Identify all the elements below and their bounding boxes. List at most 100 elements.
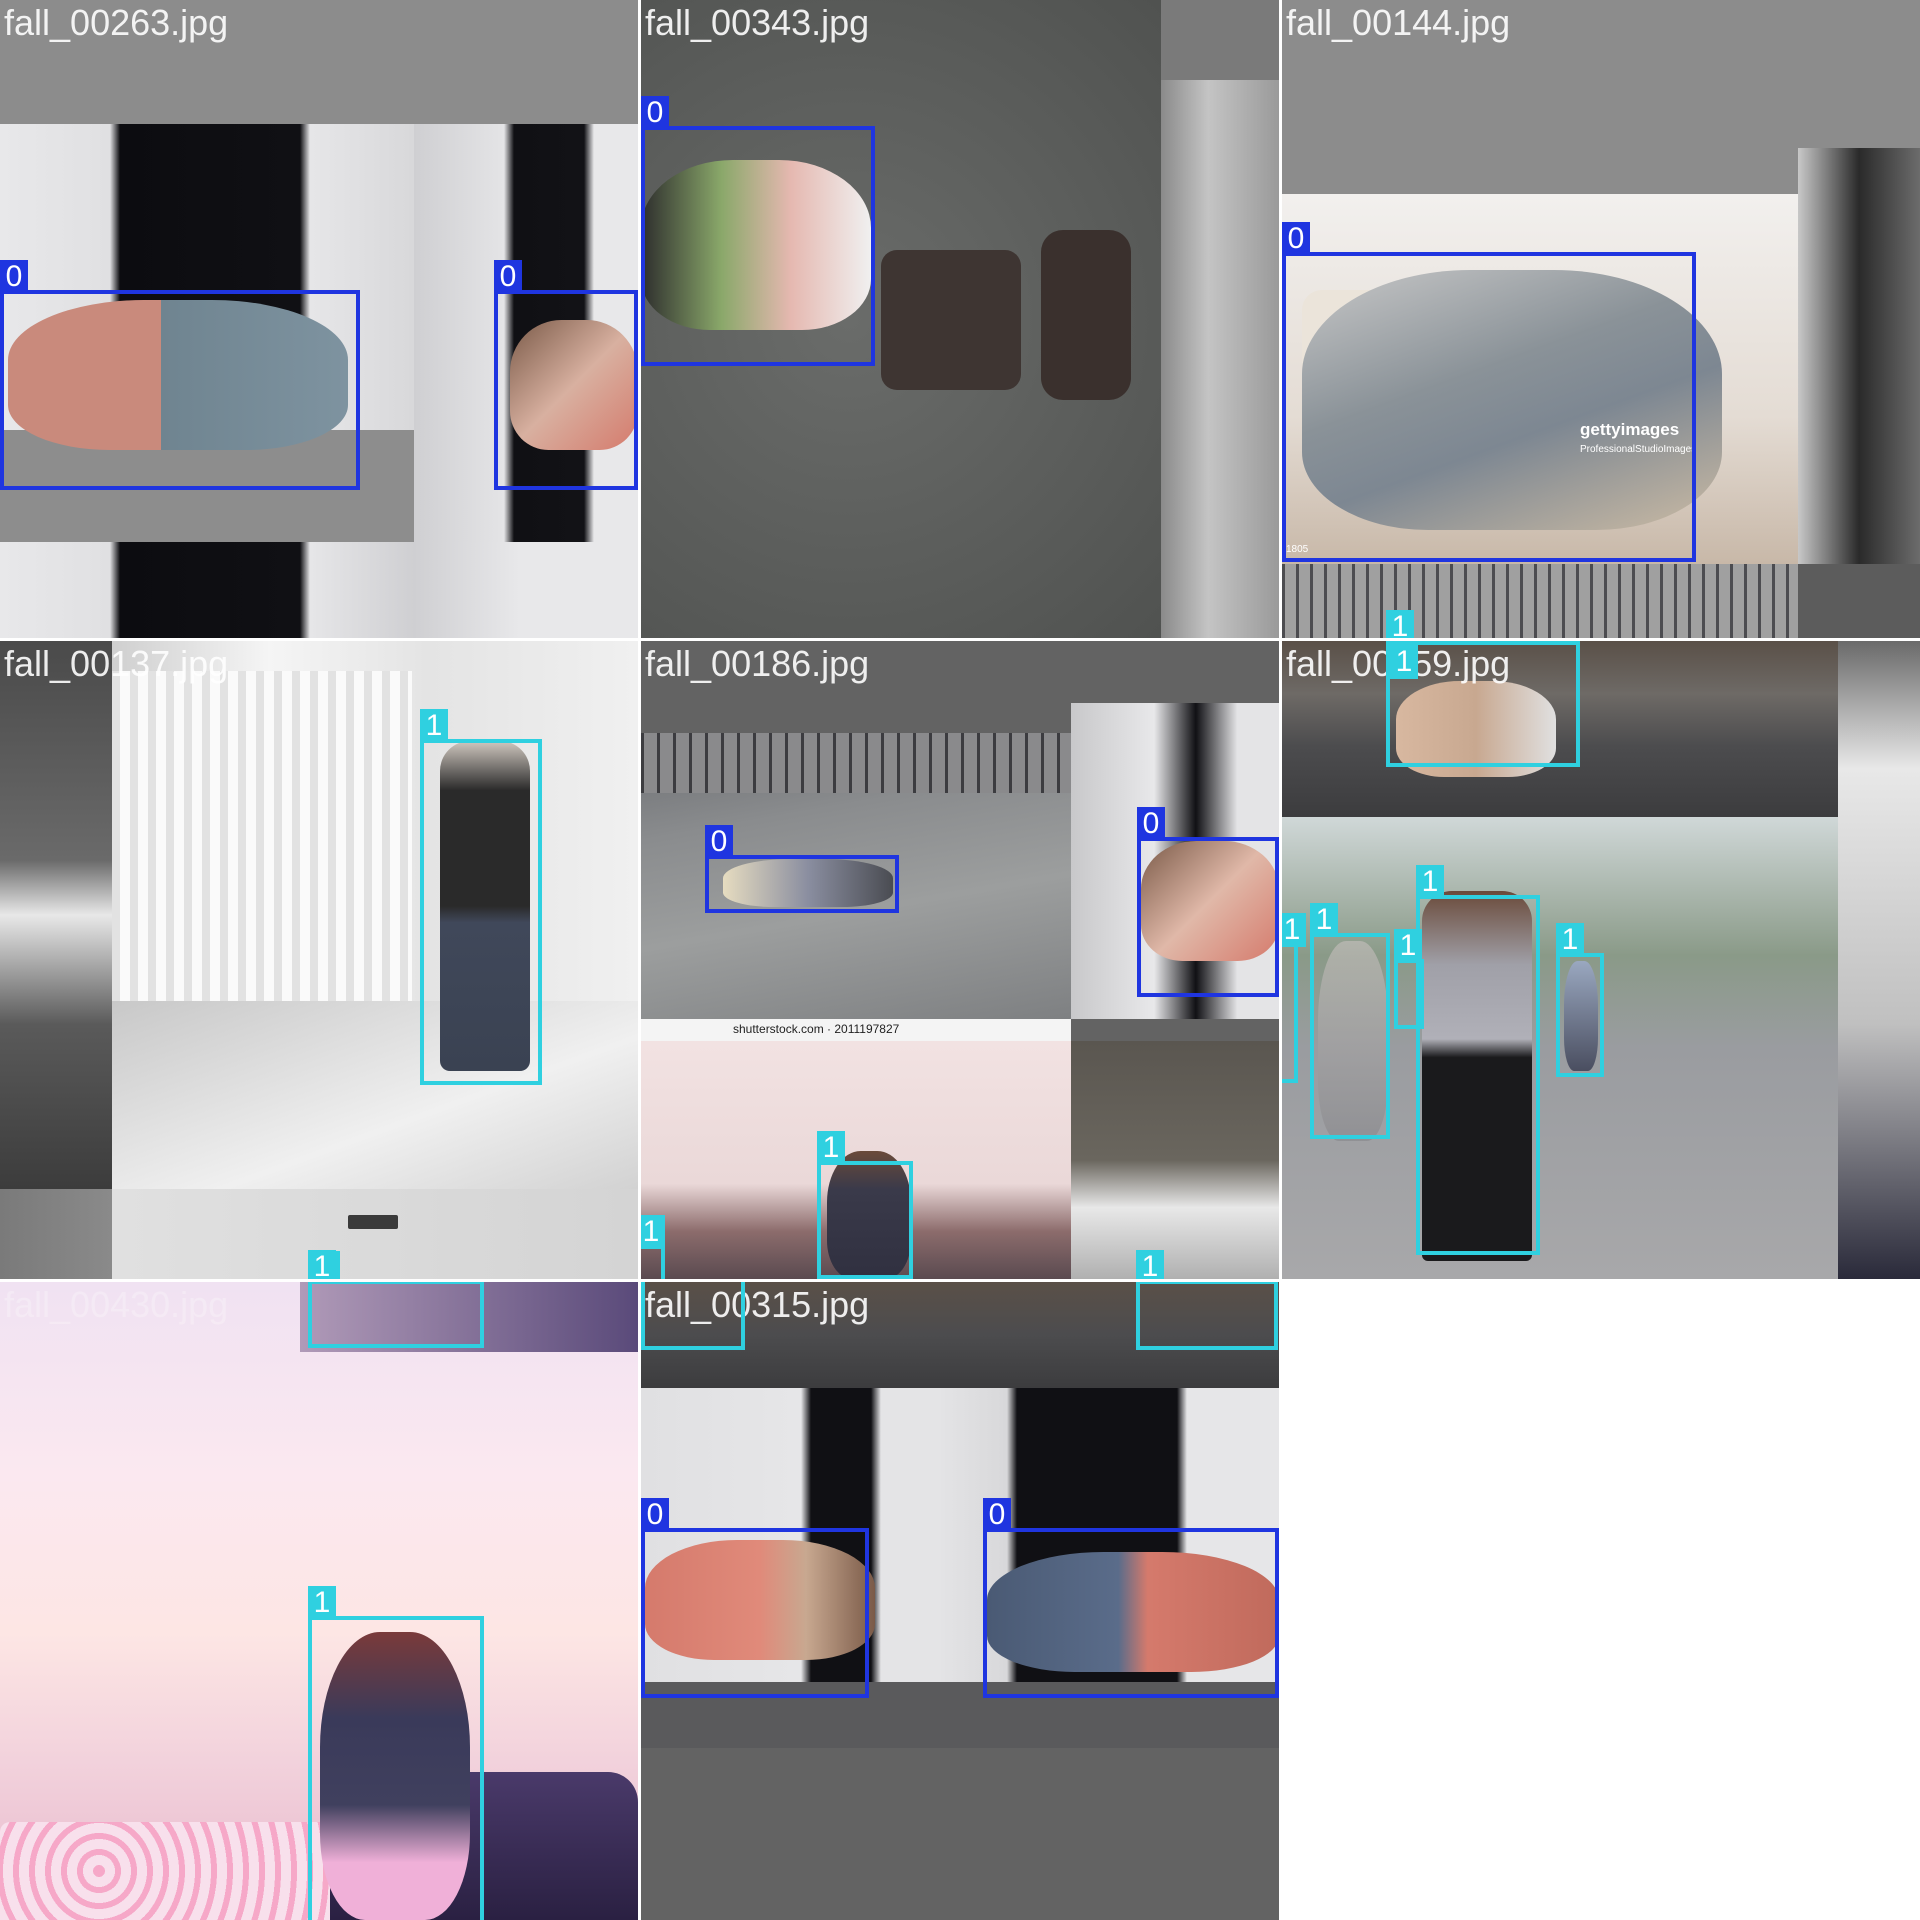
person-lying-left [645,1540,875,1660]
bbox-class-1: 1 [308,1250,484,1348]
bbox-class-0: 0 [1137,807,1279,997]
bedroom-photo-small [1071,1041,1279,1279]
bbox-class-label: 1 [1556,923,1584,957]
bbox-class-label: 1 [308,1250,336,1284]
bbox-class-label: 1 [1282,913,1306,947]
bbox-class-label: 1 [420,709,448,743]
bbox-class-1: 1 [1386,641,1580,767]
mosaic-tile-fall-00430: fall_00430.jpg 1 [0,1282,638,1920]
watermark-bar [641,1019,1071,1041]
bbox-class-label: 1 [1310,903,1338,937]
walking-legs [1396,681,1556,777]
bbox-class-1: 1 [1394,929,1424,1029]
filename-label: fall_00343.jpg [645,2,870,43]
edge-photo-right [1838,641,1920,1279]
person-lying-head [510,320,638,450]
dark-photo-right [1798,148,1920,564]
railing-strip [1282,564,1798,638]
bbox-class-label: 0 [1282,222,1310,256]
chair-seat [881,250,1021,390]
bbox-class-0: 0 [0,260,360,490]
grid-line-v1 [638,0,641,1920]
bbox-class-label: 0 [641,96,669,130]
mosaic-tile-fall-00144: gettyimages ProfessionalStudioImages 180… [1282,0,1920,638]
grid-line-h1 [0,638,1920,641]
bbox-class-1: 1 [1416,865,1540,1255]
bbox-class-0: 0 [641,96,875,366]
elderly-man-fallen [1302,270,1722,530]
bbox-class-0: 0 [641,1498,869,1698]
bbox-class-0: 0 [705,825,899,913]
bedroom-floor [112,1001,638,1189]
shutterstock-watermark: shutterstock.com · 2011197827 [733,1022,900,1036]
distant-walker [1564,961,1598,1071]
getty-watermark-sub: ProfessionalStudioImages [1580,444,1697,455]
kitchen-photo-bottom [0,542,638,638]
ceiling-shadow [300,1282,638,1352]
mosaic-tile-fall-00315: fall_00315.jpg 1 0 0 [641,1282,1279,1920]
standing-man [440,741,530,1071]
grid-line-v2 [1279,0,1282,1282]
grey-pad-top [1161,0,1279,80]
bbox-class-1: 1 [817,1131,913,1279]
bbox-class-1: 1 [420,709,542,1085]
bbox-class-label: 1 [817,1131,845,1165]
door-frame [1161,80,1279,638]
blurred-walker [1318,941,1388,1141]
bbox-class-label: 0 [494,260,522,294]
mosaic-tile-fall-00343: fall_00343.jpg 0 [641,0,1279,638]
filename-label: fall_00144.jpg [1286,2,1511,43]
bbox-class-0: 0 [1282,222,1696,562]
bbox-class-label: 0 [1137,807,1165,841]
bbox-class-label: 1 [1416,865,1444,899]
bearded-man [1422,891,1532,1261]
filename-label: fall_00263.jpg [4,2,229,43]
bbox-class-label: 0 [0,260,28,294]
bbox-class-label: 0 [641,1498,669,1532]
mosaic-tile-fall-00059: fall_00059.jpg 1 1 1 1 1 1 [1282,641,1920,1279]
person-lying-right [987,1552,1279,1672]
curtains [112,671,412,1001]
person-lying-kitchen [1141,841,1279,961]
grey-pad-right [1798,564,1920,638]
sidewalk-strip [641,1282,1279,1388]
standing-woman [320,1632,470,1920]
bbox-class-label: 1 [1386,610,1414,638]
bbox-class-label: 1 [641,1215,665,1249]
mosaic-tile-fall-00263: fall_00263.jpg 0 0 [0,0,638,638]
filename-label: fall_00137.jpg [4,643,229,684]
bbox-class-1: 1 [308,1586,484,1920]
bed-photo-left [0,641,112,1189]
bbox-class-label: 1 [1136,1250,1164,1284]
bbox-class-label: 1 [1394,929,1422,963]
corner-id-text: 1805 [1286,544,1309,555]
person-lying-street [723,859,893,907]
bbox-class-1: 1 [1136,1250,1278,1350]
mosaic-tile-fall-00137: fall_00137.jpg 1 1 [0,641,638,1279]
mosaic-tile-fall-00186: shutterstock.com · 2011197827 fall_00186… [641,641,1279,1279]
person-falling [641,160,871,330]
ceiling-vent [348,1215,398,1229]
bbox-class-label: 0 [705,825,733,859]
bbox-class-1: 1 [1310,903,1390,1139]
filename-label: fall_00315.jpg [645,1284,870,1325]
railing [641,733,1071,793]
chair-back [1041,230,1131,400]
bbox-class-label: 1 [1390,645,1418,679]
filename-label: fall_00186.jpg [645,643,870,684]
floral-blanket [0,1822,330,1920]
bbox-class-1: 1 [1556,923,1604,1077]
floor-strip [641,1682,1279,1748]
bbox-class-1: 1 [641,1282,745,1350]
person-lying [8,300,348,450]
bbox-class-0: 0 [494,260,638,490]
bbox-class-1: 1 [641,1215,665,1279]
filename-label: fall_00430.jpg [4,1284,229,1325]
bbox-class-0: 0 [983,1498,1279,1698]
sidewalk-photo-top [1282,641,1838,817]
bbox-class-label: 1 [308,1586,336,1620]
getty-watermark: gettyimages [1580,420,1680,439]
grid-line-h2 [0,1279,1282,1282]
bbox-class-1: 1 [1282,913,1306,1083]
bbox-class-label: 0 [983,1498,1011,1532]
